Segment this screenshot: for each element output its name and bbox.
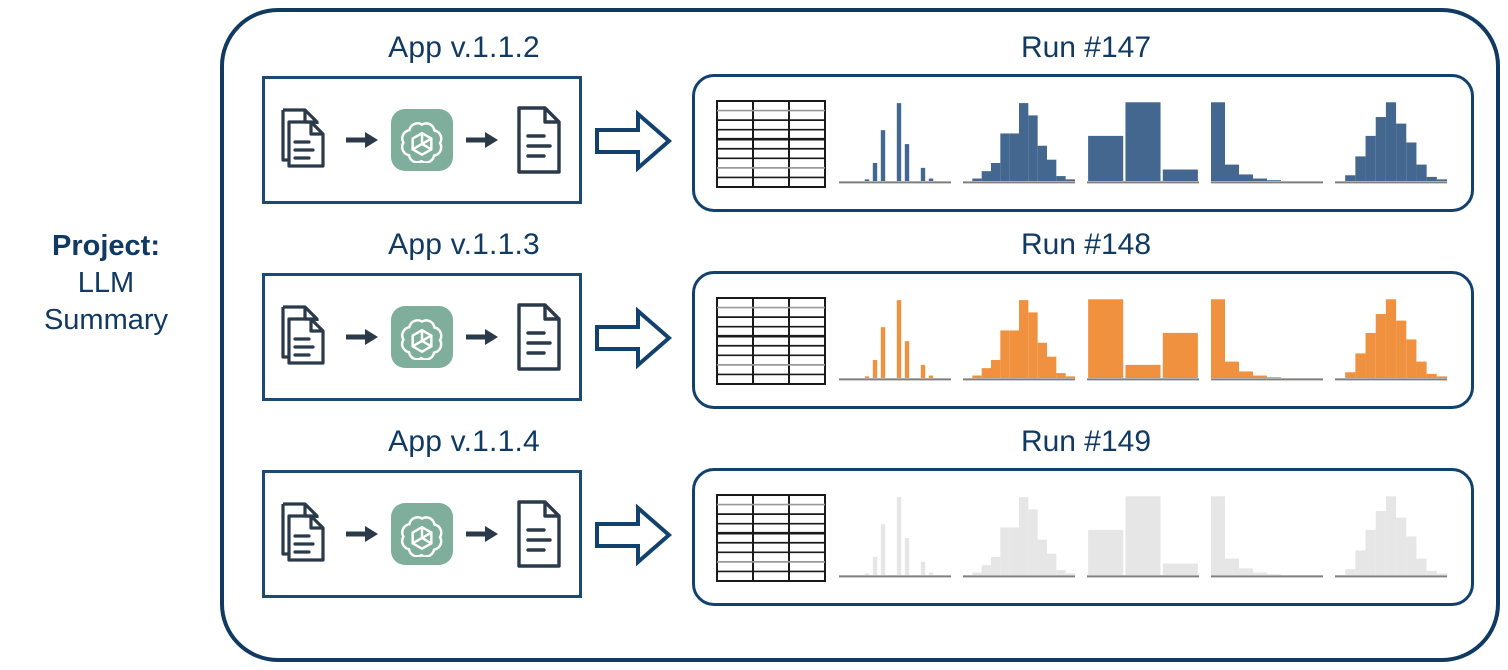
documents-stack-icon xyxy=(279,496,333,572)
arrow-right-icon xyxy=(465,327,499,347)
document-icon xyxy=(511,102,565,178)
document-icon-svg xyxy=(517,303,561,371)
pipeline-box[interactable] xyxy=(262,76,582,204)
block-arrow-right-icon-svg xyxy=(595,306,673,370)
pipeline-box[interactable] xyxy=(262,273,582,401)
histogram-svg xyxy=(1335,102,1447,184)
arrow-right-icon-svg xyxy=(466,329,498,345)
arrow-right-icon xyxy=(345,130,379,150)
arrow-right-icon-svg xyxy=(466,526,498,542)
run-label: Run #149 xyxy=(1020,425,1152,458)
pipeline-box[interactable] xyxy=(262,470,582,598)
table-grid-icon-svg xyxy=(716,100,826,188)
histogram-chart[interactable] xyxy=(839,292,951,388)
histogram-chart[interactable] xyxy=(1335,292,1447,388)
run-group: Run #148 xyxy=(686,225,1486,417)
histogram-chart[interactable] xyxy=(963,489,1075,585)
openai-logo-icon[interactable] xyxy=(391,503,453,565)
app-version-label: App v.1.1.2 xyxy=(388,31,540,64)
documents-stack-icon-svg xyxy=(281,305,325,365)
app-version-label: App v.1.1.4 xyxy=(388,425,540,458)
documents-stack-icon-svg xyxy=(281,502,325,562)
run-results-box[interactable] xyxy=(692,468,1474,606)
project-title: Project: xyxy=(52,230,160,262)
app-version-label: App v.1.1.3 xyxy=(388,228,540,261)
documents-stack-icon xyxy=(279,299,333,375)
block-arrow-right-icon xyxy=(594,305,673,371)
pipeline-run-row: App v.1.1.2 xyxy=(224,28,1496,228)
document-icon-svg xyxy=(517,106,561,174)
histogram-chart[interactable] xyxy=(1335,95,1447,191)
block-arrow-right-icon xyxy=(594,108,673,174)
block-arrow-right-icon xyxy=(594,502,673,568)
run-results-box[interactable] xyxy=(692,271,1474,409)
histogram-svg xyxy=(839,103,951,184)
arrow-right-icon xyxy=(465,524,499,544)
table-grid-icon[interactable] xyxy=(715,493,827,583)
histogram-svg xyxy=(1087,496,1199,578)
documents-stack-icon-svg xyxy=(281,108,325,168)
histogram-chart[interactable] xyxy=(1087,95,1199,191)
histogram-svg xyxy=(963,300,1075,381)
histogram-chart[interactable] xyxy=(1211,292,1323,388)
histogram-chart[interactable] xyxy=(1211,95,1323,191)
histogram-svg xyxy=(1211,102,1323,184)
histogram-svg xyxy=(839,300,951,381)
histogram-chart[interactable] xyxy=(963,292,1075,388)
pipeline-run-row: App v.1.1.4 xyxy=(224,422,1496,622)
histogram-svg xyxy=(1335,496,1447,578)
arrow-right-icon xyxy=(345,524,379,544)
table-grid-icon[interactable] xyxy=(715,99,827,189)
histogram-chart[interactable] xyxy=(839,489,951,585)
openai-logo-icon[interactable] xyxy=(391,306,453,368)
pipeline-group: App v.1.1.4 xyxy=(244,422,684,612)
arrow-right-icon-svg xyxy=(346,132,378,148)
pipeline-group: App v.1.1.2 xyxy=(244,28,684,218)
histogram-svg xyxy=(1211,496,1323,578)
table-grid-icon-svg xyxy=(716,494,826,582)
openai-logo-icon-svg xyxy=(400,516,443,557)
histogram-svg xyxy=(963,497,1075,578)
document-icon xyxy=(511,496,565,572)
histogram-chart[interactable] xyxy=(1087,489,1199,585)
arrow-right-icon-svg xyxy=(346,329,378,345)
histogram-chart[interactable] xyxy=(839,95,951,191)
histogram-chart[interactable] xyxy=(1335,489,1447,585)
arrow-right-icon-svg xyxy=(346,526,378,542)
document-icon xyxy=(511,299,565,375)
run-group: Run #147 xyxy=(686,28,1486,220)
project-container: App v.1.1.2 xyxy=(220,8,1500,662)
project-line-1: LLM xyxy=(77,267,135,300)
histogram-chart[interactable] xyxy=(1087,292,1199,388)
pipeline-group: App v.1.1.3 xyxy=(244,225,684,415)
histogram-svg xyxy=(1335,299,1447,381)
histogram-svg xyxy=(1087,102,1199,184)
run-group: Run #149 xyxy=(686,422,1486,614)
openai-logo-icon-svg xyxy=(400,122,443,163)
run-label: Run #147 xyxy=(1020,31,1152,64)
arrow-right-icon xyxy=(465,130,499,150)
histogram-svg xyxy=(1087,299,1199,381)
project-label: Project: LLM Summary xyxy=(0,228,212,339)
block-arrow-right-icon-svg xyxy=(595,109,673,173)
document-icon-svg xyxy=(517,500,561,568)
histogram-chart[interactable] xyxy=(1211,489,1323,585)
documents-stack-icon xyxy=(279,102,333,178)
table-grid-icon-svg xyxy=(716,297,826,385)
run-results-box[interactable] xyxy=(692,74,1474,212)
histogram-svg xyxy=(839,497,951,578)
project-line-2: Summary xyxy=(43,304,169,337)
table-grid-icon[interactable] xyxy=(715,296,827,386)
arrow-right-icon-svg xyxy=(466,132,498,148)
histogram-chart[interactable] xyxy=(963,95,1075,191)
arrow-right-icon xyxy=(345,327,379,347)
histogram-svg xyxy=(1211,299,1323,381)
openai-logo-icon-svg xyxy=(400,319,443,360)
run-label: Run #148 xyxy=(1020,228,1152,261)
block-arrow-right-icon-svg xyxy=(595,503,673,567)
pipeline-run-row: App v.1.1.3 xyxy=(224,225,1496,425)
histogram-svg xyxy=(963,103,1075,184)
openai-logo-icon[interactable] xyxy=(391,109,453,171)
